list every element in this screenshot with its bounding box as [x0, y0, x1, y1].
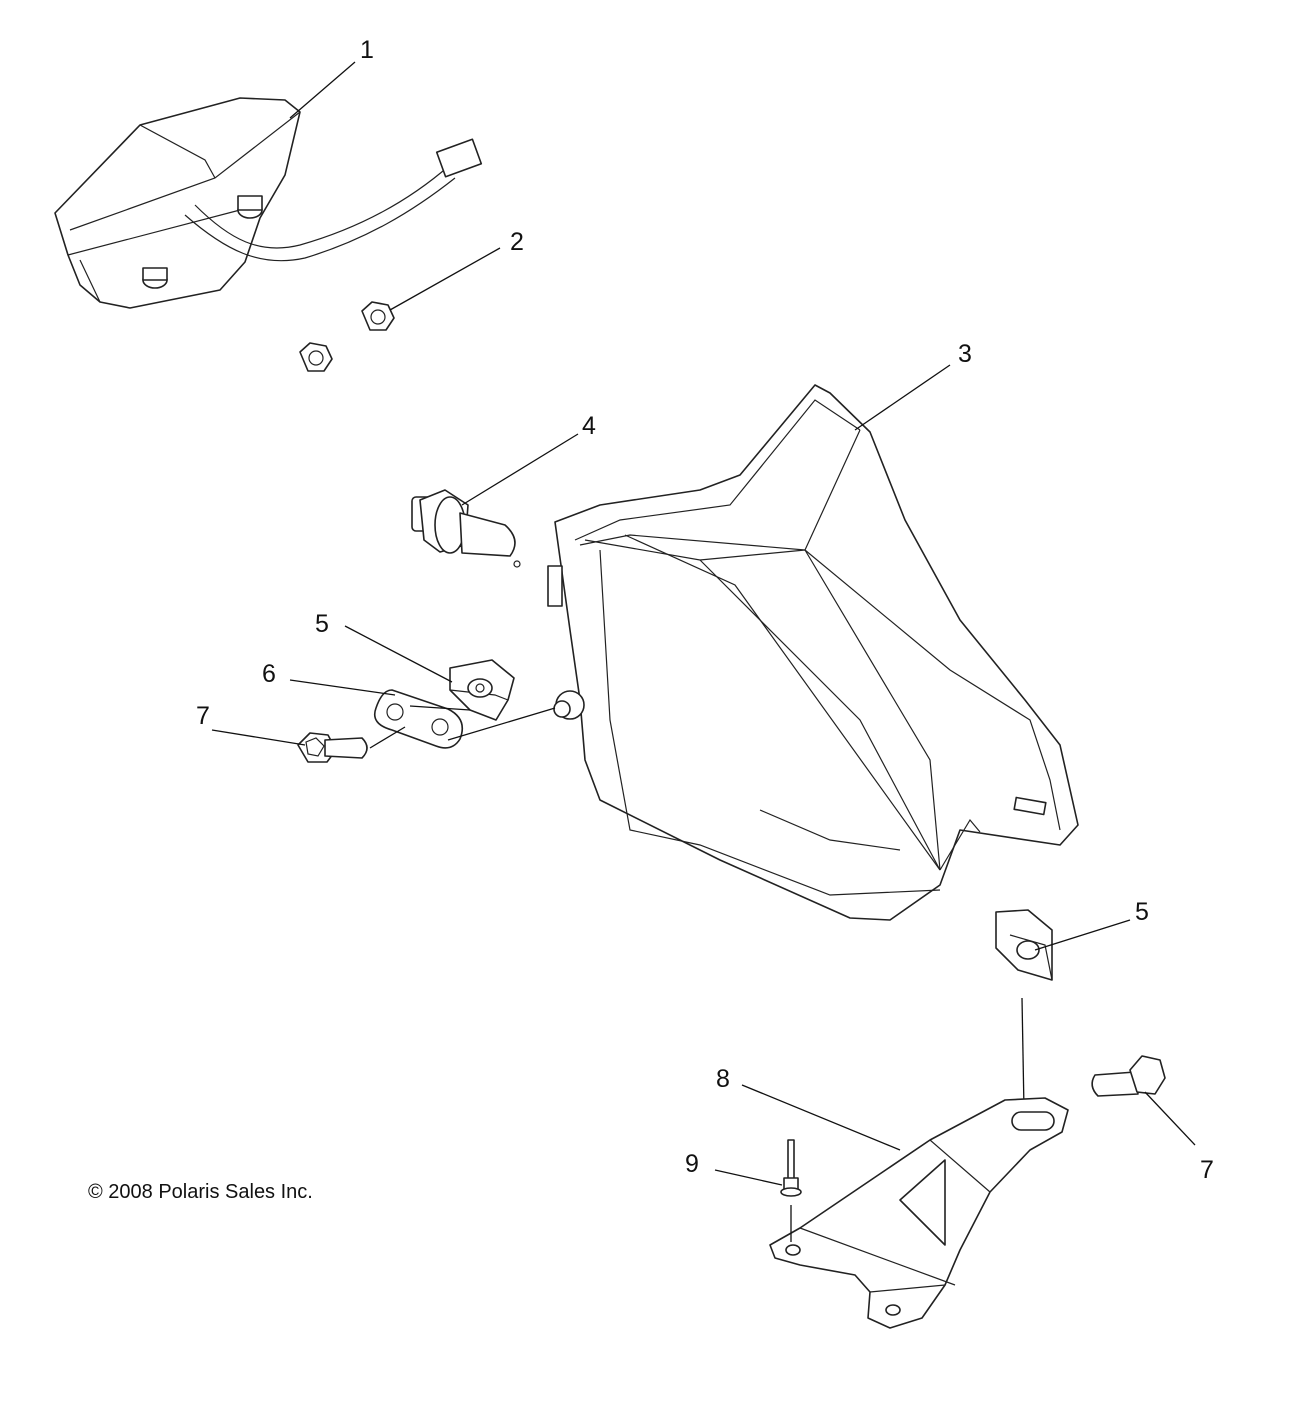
part-7-flange-bolt-left: [297, 732, 368, 763]
part-1-lamp-housing: [54, 97, 483, 309]
leader-line-7-right: [1144, 1091, 1196, 1146]
leader-line-7-left: [211, 729, 306, 746]
part-5-clip-nut-upper: [449, 659, 515, 721]
leader-line-5-upper: [344, 625, 453, 683]
leader-line-9: [714, 1169, 783, 1186]
part-7-flange-bolt-right: [1091, 1055, 1166, 1097]
callout-7-left: 7: [196, 702, 210, 730]
part-5-clip-nut-lower: [995, 909, 1053, 981]
part-6-spacer-plate: [373, 689, 464, 749]
leader-line-6: [289, 679, 396, 696]
callout-3: 3: [958, 340, 972, 368]
callout-2: 2: [510, 228, 524, 256]
assembly-line-bolt-to-plate: [369, 726, 406, 749]
part-3-headlight: [547, 384, 1079, 921]
callout-5-lower: 5: [1135, 898, 1149, 926]
leader-line-5-lower: [1034, 919, 1131, 951]
callout-4: 4: [582, 412, 596, 440]
leader-line-4: [461, 433, 579, 506]
callout-6: 6: [262, 660, 276, 688]
leader-line-2: [389, 247, 501, 311]
copyright-notice: © 2008 Polaris Sales Inc.: [88, 1181, 313, 1203]
leader-line-3: [854, 364, 951, 431]
callout-8: 8: [716, 1065, 730, 1093]
assembly-line-plate-to-housing: [447, 707, 556, 741]
part-8-bracket: [769, 1097, 1069, 1329]
callout-9: 9: [685, 1150, 699, 1178]
callout-1: 1: [360, 36, 374, 64]
part-2-nut: [299, 301, 395, 372]
callout-7-right: 7: [1200, 1156, 1214, 1184]
part-4-bulb: [411, 489, 521, 568]
leader-line-8: [741, 1084, 901, 1151]
assembly-line-clip-to-bracket: [1021, 997, 1025, 1111]
leader-line-1: [289, 61, 356, 119]
callout-5-upper: 5: [315, 610, 329, 638]
assembly-line-plate-to-clip: [409, 705, 471, 711]
part-9-rivet: [780, 1139, 802, 1197]
